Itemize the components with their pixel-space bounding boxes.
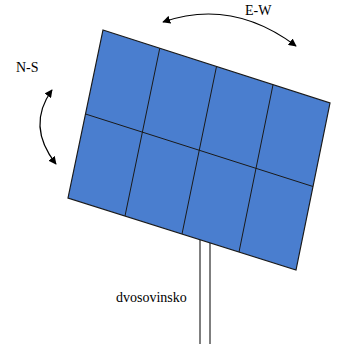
axis-label: E-W bbox=[245, 3, 271, 18]
rotation-arrow bbox=[40, 90, 56, 164]
pole-line bbox=[210, 241, 211, 344]
axis-label: dvosovinsko bbox=[116, 290, 187, 305]
solar-panel bbox=[68, 30, 330, 270]
axis-label: N-S bbox=[16, 60, 39, 75]
pole-line bbox=[200, 238, 201, 344]
panel-grid bbox=[86, 48, 314, 252]
rotation-arrow bbox=[163, 14, 296, 46]
